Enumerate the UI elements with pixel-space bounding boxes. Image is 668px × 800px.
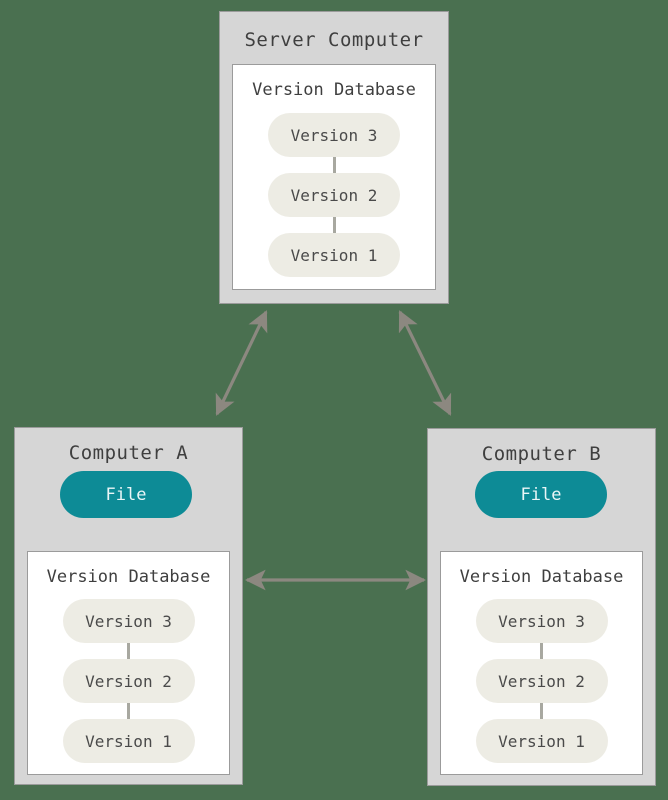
edge-server-to-computer-a [215,310,268,416]
version-connector [332,157,336,173]
version-pill[interactable]: Version 2 [268,173,400,217]
version-connector [540,643,543,659]
version-connector [540,703,543,719]
version-connector [127,703,130,719]
server-version-stack: Version 3 Version 2 Version 1 [233,113,435,277]
version-pill[interactable]: Version 3 [268,113,400,157]
server-computer-title: Server Computer [244,29,424,51]
version-pill[interactable]: Version 1 [62,719,195,763]
server-version-database-box[interactable]: Version Database Version 3 Version 2 Ver… [232,64,436,290]
computer-b-version-database-title: Version Database [459,567,624,587]
version-pill[interactable]: Version 1 [268,233,400,277]
computer-a-file-pill[interactable]: File [60,471,192,518]
edge-server-to-computer-b [398,310,452,416]
computer-b-version-stack: Version 3 Version 2 Version 1 [441,599,642,763]
version-pill[interactable]: Version 2 [475,659,608,703]
computer-b-file-pill[interactable]: File [475,471,607,518]
computer-a-version-stack: Version 3 Version 2 Version 1 [28,599,229,763]
computer-b-version-database-box[interactable]: Version Database Version 3 Version 2 Ver… [440,551,643,775]
version-pill[interactable]: Version 3 [475,599,608,643]
version-pill[interactable]: Version 2 [62,659,195,703]
server-version-database-title: Version Database [252,80,416,100]
version-connector [127,643,130,659]
computer-a-title: Computer A [68,442,189,464]
computer-a-version-database-title: Version Database [46,567,211,587]
version-connector [332,217,336,233]
computer-a-version-database-box[interactable]: Version Database Version 3 Version 2 Ver… [27,551,230,775]
version-pill[interactable]: Version 3 [62,599,195,643]
version-pill[interactable]: Version 1 [475,719,608,763]
computer-b-title: Computer B [481,443,602,465]
